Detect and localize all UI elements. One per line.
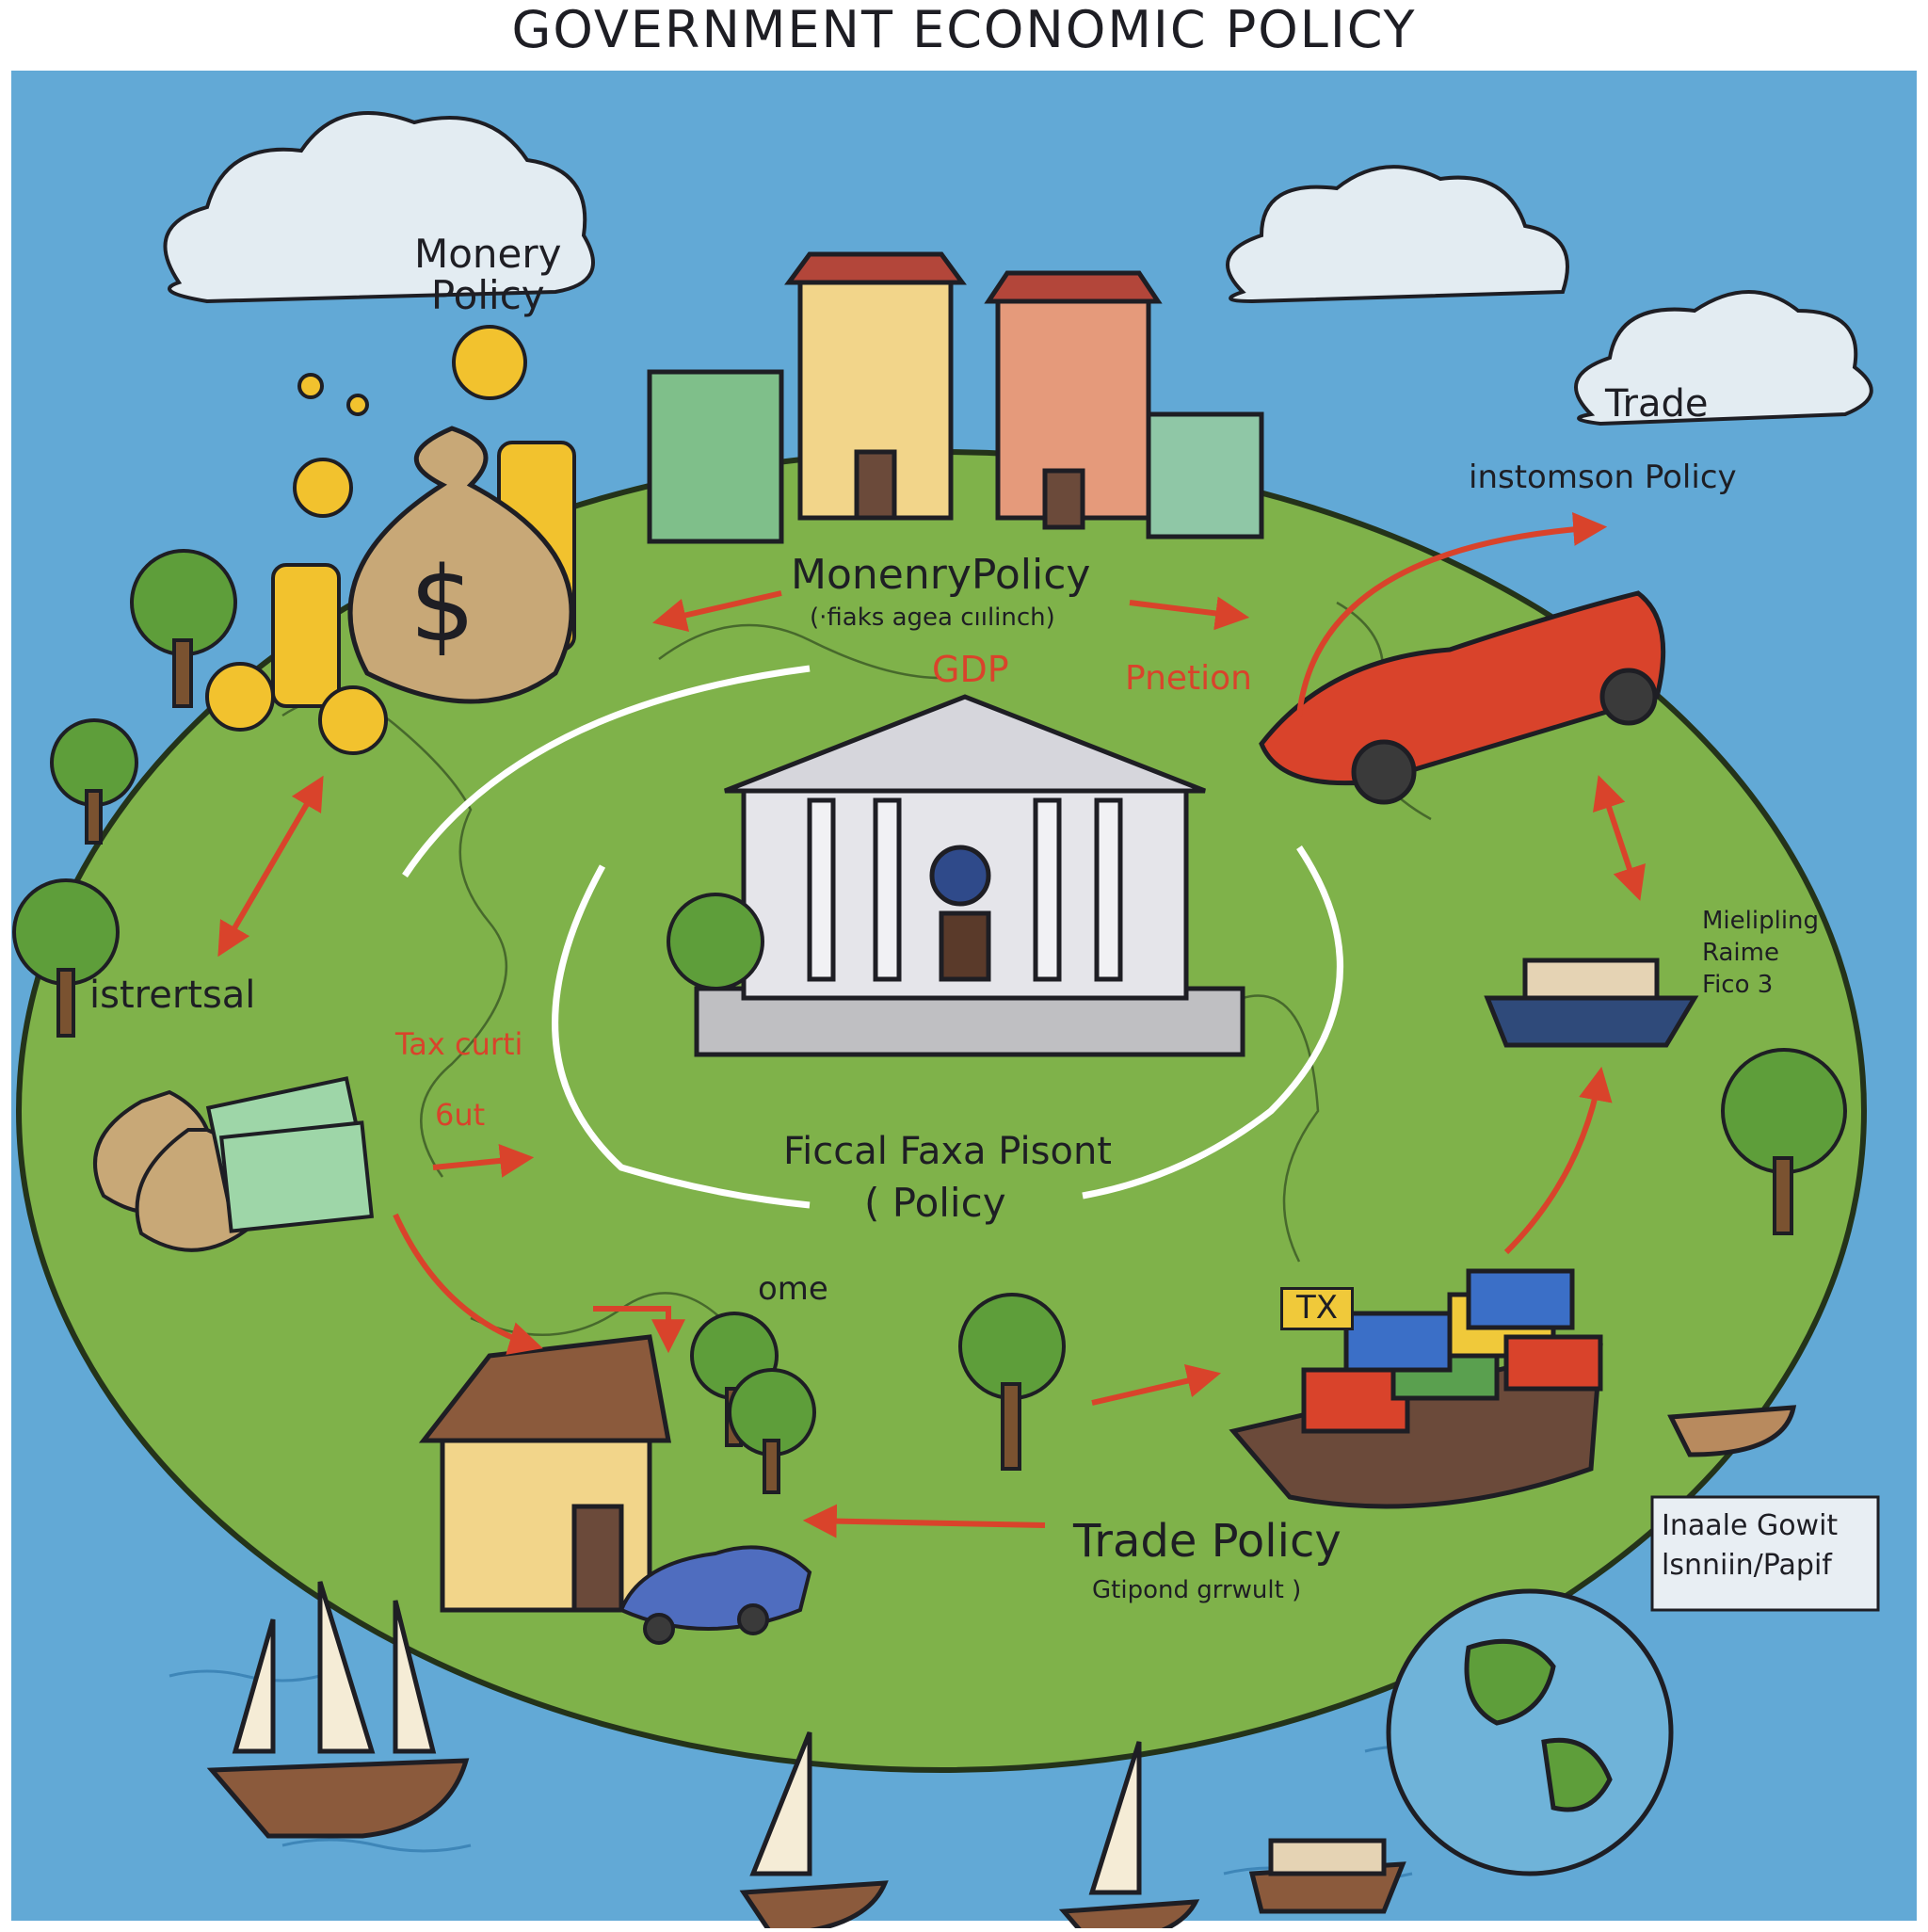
- cloud-icon: [163, 111, 595, 304]
- circular-flow-arrows: [402, 665, 1343, 1209]
- svg-text:$: $: [410, 544, 475, 665]
- office-building-icon: [647, 251, 1264, 544]
- tree-icon: [12, 549, 1847, 1494]
- cloud-monetary-label: Monery Policy: [414, 231, 562, 319]
- blue-car-icon: [619, 1545, 812, 1645]
- tax-cut-label: Tax curti: [395, 1026, 523, 1062]
- money-bag-icon: $: [347, 426, 574, 704]
- caption-card: [1650, 1495, 1880, 1612]
- cash-icon: [205, 1076, 375, 1233]
- pnetion-label: Pnetion: [1125, 659, 1252, 698]
- cargo-ship-icon: [1229, 1268, 1603, 1509]
- cloud-icon: [1574, 290, 1873, 427]
- tx-flag-label: TX: [1280, 1287, 1355, 1330]
- trade-policy-label: Trade Policy: [1073, 1515, 1342, 1568]
- isterral-label: istrertsal: [89, 974, 256, 1017]
- rowboat-icon: [1667, 1405, 1797, 1457]
- sailboat-icon: [739, 1731, 1200, 1932]
- cut-label: 6ut: [435, 1097, 486, 1133]
- monetary-policy-sublabel: (·fiaks agea cıılinch): [810, 604, 1055, 632]
- one-label: ome: [758, 1270, 828, 1308]
- inside-growth-label: Inaale Gowit lsnniin/Papif: [1662, 1509, 1839, 1582]
- monetary-policy-label: MonenryPolicy: [791, 551, 1091, 599]
- red-arrows: [217, 511, 1646, 1538]
- multiplying-label: Mielipling Raime Fico 3: [1702, 907, 1820, 999]
- factory-icon: [418, 1334, 671, 1613]
- page-title: GOVERNMENT ECONOMIC POLICY: [511, 0, 1417, 59]
- continent-outlines: [281, 601, 1432, 1357]
- trade-policy-top-label: instomson Policy: [1469, 459, 1737, 496]
- sports-car-icon: [1259, 590, 1666, 805]
- ferry-icon: [1248, 1838, 1406, 1914]
- ferry-icon: [1484, 958, 1699, 1048]
- cloud-icon: [1226, 165, 1569, 304]
- fiscal-policy-label: Ficcal Faxa Pisont: [783, 1130, 1112, 1173]
- gdp-label: GDP: [932, 649, 1009, 690]
- globe-icon: [1386, 1588, 1674, 1876]
- cloud-trade-label: Trade: [1605, 382, 1709, 426]
- government-building-icon: [694, 694, 1245, 1057]
- trade-policy-sublabel: Gtipond grrwult ): [1092, 1576, 1302, 1604]
- fiscal-policy-sublabel: ( Policy: [864, 1180, 1006, 1226]
- sailing-ship-icon: [206, 1581, 470, 1839]
